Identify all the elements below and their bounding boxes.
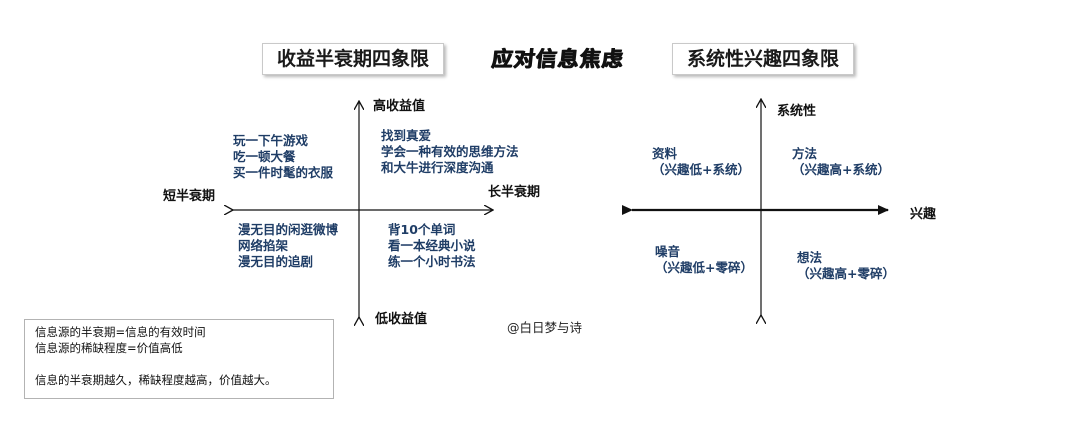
quadrant-subtitle: （兴趣低+零碎） bbox=[655, 260, 753, 275]
right-quadrant-bottom-left: 噪音 （兴趣低+零碎） bbox=[655, 244, 753, 276]
right-quadrant-bottom-right: 想法 （兴趣高+零碎） bbox=[797, 250, 895, 282]
quadrant-subtitle: （兴趣低+系统） bbox=[652, 162, 750, 177]
left-quadrant-top-right: 找到真爱 学会一种有效的思维方法 和大牛进行深度沟通 bbox=[381, 128, 519, 176]
quadrant-item: 练一个小时书法 bbox=[388, 254, 476, 269]
right-quadrant-top-left: 资料 （兴趣低+系统） bbox=[652, 146, 750, 178]
right-quadrant-top-right: 方法 （兴趣高+系统） bbox=[792, 146, 890, 178]
left-quadrant-bottom-left: 漫无目的闲逛微博 网络掐架 漫无目的追剧 bbox=[238, 222, 338, 270]
right-axis-top-label: 系统性 bbox=[777, 104, 817, 119]
right-axis-right-label: 兴趣 bbox=[910, 207, 937, 222]
quadrant-item: 学会一种有效的思维方法 bbox=[381, 144, 519, 159]
quadrant-item: 网络掐架 bbox=[238, 238, 289, 253]
quadrant-title: 资料 bbox=[652, 146, 678, 161]
note-line: 信息的半衰期越久，稀缺程度越高，价值越大。 bbox=[35, 373, 277, 387]
left-quadrant-bottom-right: 背10个单词 看一本经典小说 练一个小时书法 bbox=[388, 222, 476, 270]
note-line bbox=[35, 356, 333, 372]
quadrant-item: 和大牛进行深度沟通 bbox=[381, 160, 494, 175]
note-box: 信息源的半衰期=信息的有效时间 信息源的稀缺程度=价值高低 信息的半衰期越久，稀… bbox=[24, 319, 334, 399]
quadrant-subtitle: （兴趣高+系统） bbox=[792, 162, 890, 177]
quadrant-item: 买一件时髦的衣服 bbox=[233, 165, 334, 180]
quadrant-item: 吃一顿大餐 bbox=[233, 149, 296, 164]
quadrant-item: 漫无目的闲逛微博 bbox=[238, 222, 339, 237]
quadrant-item: 背10个单词 bbox=[388, 222, 456, 237]
author-credit: @白日梦与诗 bbox=[507, 320, 583, 335]
left-axis-left-label: 短半衰期 bbox=[163, 189, 216, 204]
quadrant-subtitle: （兴趣高+零碎） bbox=[797, 266, 895, 281]
quadrant-item: 看一本经典小说 bbox=[388, 238, 476, 253]
quadrant-title: 方法 bbox=[792, 146, 818, 161]
note-line: 信息源的半衰期=信息的有效时间 bbox=[35, 325, 206, 339]
left-diagram-title: 收益半衰期四象限 bbox=[262, 43, 444, 75]
quadrant-item: 漫无目的追剧 bbox=[238, 254, 314, 269]
note-line: 信息源的稀缺程度=价值高低 bbox=[35, 341, 183, 355]
left-axis-bottom-label: 低收益值 bbox=[375, 312, 428, 327]
center-title: 应对信息焦虑 bbox=[490, 47, 626, 71]
left-quadrant-top-left: 玩一下午游戏 吃一顿大餐 买一件时髦的衣服 bbox=[233, 133, 333, 181]
quadrant-item: 玩一下午游戏 bbox=[233, 133, 309, 148]
left-axis-right-label: 长半衰期 bbox=[488, 185, 541, 200]
left-axis-top-label: 高收益值 bbox=[373, 99, 426, 114]
quadrant-title: 噪音 bbox=[655, 244, 681, 259]
right-diagram-title: 系统性兴趣四象限 bbox=[672, 43, 854, 75]
quadrant-title: 想法 bbox=[797, 250, 823, 265]
quadrant-item: 找到真爱 bbox=[381, 128, 432, 143]
